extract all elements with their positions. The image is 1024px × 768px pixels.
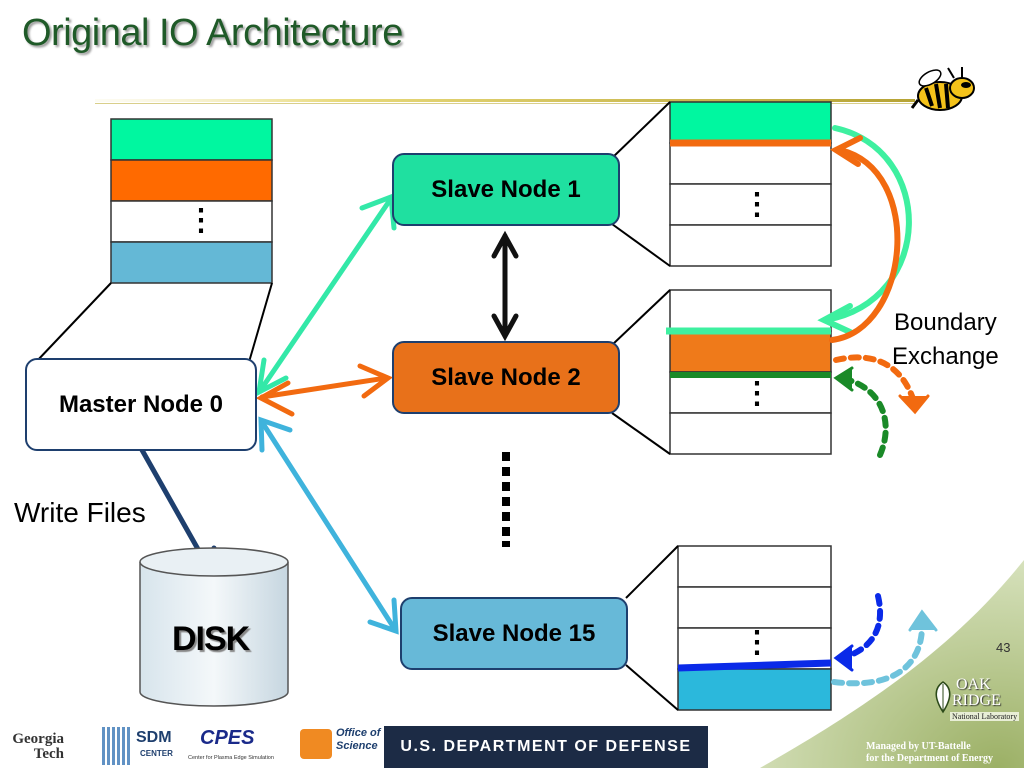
oak-ridge-logo: OAK RIDGE National Laboratory (930, 676, 1020, 726)
cpes-text: CPES (200, 727, 255, 749)
sdm-center-text: CENTER (140, 749, 173, 758)
office-of-science-logo: Office of Science (300, 727, 382, 767)
georgia-tech-text: Georgia Tech (12, 731, 64, 762)
boundary-label-line1: Boundary (894, 309, 997, 336)
master-stack-ellipsis: ⋮ (186, 204, 216, 237)
slave-node-15-label: Slave Node 15 (432, 619, 596, 647)
slave1-data-stack (611, 101, 832, 267)
science-swirl-icon (300, 729, 332, 759)
slide-title: Original IO Architecture (22, 12, 403, 54)
write-files-label: Write Files (14, 497, 146, 528)
ridge-label: RIDGE (952, 692, 1001, 709)
oak-label: OAK (956, 676, 991, 693)
boundary-label-line2: Exchange (892, 343, 999, 370)
more-nodes-ellipsis (502, 452, 510, 547)
disk-cylinder (139, 547, 289, 707)
slave-node-2-label: Slave Node 2 (431, 363, 581, 391)
slave2-data-stack (611, 289, 832, 455)
dod-banner: U.S. DEPARTMENT OF DEFENSE (384, 726, 708, 768)
slave15-data-stack (625, 545, 832, 711)
master-node-label: Master Node 0 (58, 390, 224, 418)
boundary-exchange-arrows (817, 125, 938, 687)
cpes-subtitle: Center for Plasma Edge Simulation (188, 755, 274, 761)
georgia-tech-logo: Georgia Tech (4, 732, 90, 764)
slave2-stack-ellipsis: ⋮ (742, 377, 772, 410)
managed-by-line2: for the Department of Energy (866, 753, 994, 764)
master-data-stack (35, 118, 273, 363)
sdm-text: SDM (136, 729, 172, 746)
slave1-stack-ellipsis: ⋮ (742, 188, 772, 221)
cpes-logo: CPES Center for Plasma Edge Simulation (188, 727, 292, 767)
distribution-arrows (139, 193, 519, 635)
boundary-exchange-label: Boundary Exchange (892, 306, 999, 374)
disk-label: DISK (172, 620, 250, 658)
slave-node-15: Slave Node 15 (400, 597, 628, 670)
oak-leaf-icon (935, 681, 951, 714)
slave-node-2: Slave Node 2 (392, 341, 620, 414)
sdm-grid-icon (102, 727, 132, 765)
national-lab-label: National Laboratory (950, 712, 1020, 721)
master-node: Master Node 0 (25, 358, 257, 451)
page-number: 43 (996, 640, 1011, 655)
slave15-stack-ellipsis: ⋮ (742, 626, 772, 659)
yellow-jacket-logo (910, 67, 975, 111)
sdm-center-logo: SDM CENTER (102, 727, 190, 765)
managed-by-line1: Managed by UT-Battelle (866, 741, 971, 752)
slave-node-1: Slave Node 1 (392, 153, 620, 226)
slave-node-1-label: Slave Node 1 (431, 175, 581, 203)
science-text: Science (336, 740, 378, 752)
office-of-text: Office of (336, 727, 381, 739)
